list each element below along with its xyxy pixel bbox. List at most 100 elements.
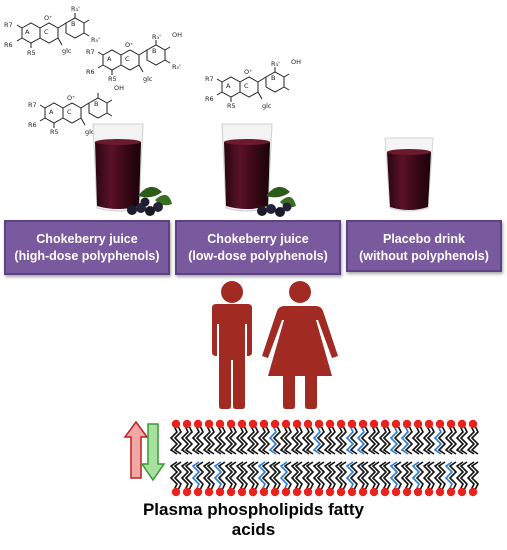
lipid-tail	[349, 461, 359, 491]
lipid-head	[358, 487, 368, 497]
lipid-tail	[312, 425, 322, 455]
lipid-tail	[360, 425, 370, 455]
lipid-tail	[400, 461, 410, 491]
lipid-tail	[224, 461, 234, 491]
lipid-head	[270, 487, 280, 497]
lipid-head	[226, 419, 236, 429]
lipid-head	[259, 419, 269, 429]
lipid-tail	[356, 425, 366, 455]
lipid-tail	[400, 425, 410, 455]
oplus-label: O⁺	[125, 41, 134, 49]
lipid-tail	[206, 461, 216, 491]
lipid-tail	[290, 461, 300, 491]
lipid-tail	[345, 461, 355, 491]
lipid-tail	[371, 425, 381, 455]
lipid-tail	[257, 425, 267, 455]
lipid-tail	[327, 425, 337, 455]
r6-label: R6	[4, 41, 13, 49]
lipid-tail	[426, 425, 436, 455]
lipid-tail	[250, 425, 260, 455]
lipid-tail	[389, 461, 399, 491]
lipid-head	[237, 419, 247, 429]
lipid-tail	[437, 461, 447, 491]
r7-label: R7	[86, 48, 95, 56]
r3p-label: R₃'	[71, 5, 80, 13]
lipid-head	[204, 487, 214, 497]
lipid-head	[347, 419, 357, 429]
lipid-tail	[250, 461, 260, 491]
lipid-tail	[433, 425, 443, 455]
lipid-head	[171, 419, 181, 429]
lipid-tail	[371, 461, 381, 491]
group-subtitle: (without polyphenols)	[359, 249, 489, 263]
lipid-tail	[444, 461, 454, 491]
lipid-head	[281, 487, 291, 497]
lipid-head	[292, 419, 302, 429]
lipid-head	[248, 487, 258, 497]
lipid-head	[226, 487, 236, 497]
lipid-tail	[202, 461, 212, 491]
r6-label: R6	[205, 95, 214, 103]
up-arrow-icon	[123, 420, 149, 479]
lipid-tail	[246, 461, 256, 491]
ring-a-label: A	[25, 28, 30, 36]
glc-label: glc	[85, 128, 95, 136]
lipid-head	[248, 419, 258, 429]
man-icon	[212, 281, 252, 409]
lipid-head	[446, 419, 456, 429]
lipid-head	[435, 487, 445, 497]
lipid-head	[314, 487, 324, 497]
lipid-tail	[202, 425, 212, 455]
r6-label: R6	[28, 121, 37, 129]
ring-b-label: B	[71, 20, 76, 28]
lipid-tail	[382, 461, 392, 491]
lipid-tail	[170, 461, 179, 491]
lipid-tail	[334, 425, 344, 455]
participants-illustration	[212, 281, 338, 409]
oplus-label: O⁺	[44, 14, 53, 22]
glc-label: glc	[62, 47, 72, 55]
lipid-tail	[283, 425, 293, 455]
group-box-high-dose: Chokeberry juice (high-dose polyphenols)	[4, 220, 170, 275]
lipid-tail	[312, 461, 322, 491]
lipid-tail	[459, 461, 469, 491]
lipid-tail	[301, 425, 311, 455]
r5p-label: R₅'	[172, 63, 181, 71]
lipid-tail	[272, 461, 282, 491]
lipid-tail	[470, 461, 480, 491]
lipid-head	[347, 487, 357, 497]
lipid-head	[215, 419, 225, 429]
lipid-head	[369, 419, 379, 429]
ring-c-label: C	[244, 82, 249, 90]
lipid-tail	[213, 461, 223, 491]
lipid-tail	[415, 461, 425, 491]
membrane-icon	[170, 419, 480, 497]
lipid-tail	[239, 461, 249, 491]
group-title: Chokeberry juice	[207, 232, 309, 246]
lipid-head	[281, 419, 291, 429]
lipid-tail	[305, 461, 315, 491]
ring-c-label: C	[125, 55, 130, 63]
glass-icon	[221, 123, 273, 212]
lipid-head	[424, 487, 434, 497]
r5-label: R5	[27, 49, 36, 57]
lipid-tail	[323, 425, 333, 455]
berries-icon	[127, 186, 172, 216]
glc-label: glc	[262, 102, 272, 110]
lipid-tail	[261, 461, 271, 491]
lipid-head	[369, 487, 379, 497]
lipid-tail	[349, 425, 359, 455]
lipid-tail	[422, 425, 432, 455]
lipid-head	[237, 487, 247, 497]
glass-icon	[92, 123, 144, 212]
lipid-tail	[316, 425, 326, 455]
r5-label: R5	[108, 75, 117, 83]
r5-label: R5	[227, 102, 236, 110]
lipid-tail	[455, 425, 465, 455]
lipid-tail	[367, 461, 377, 491]
lipid-tail	[228, 461, 238, 491]
lipid-tail	[448, 461, 458, 491]
lipid-tail	[180, 425, 190, 455]
lipid-tail	[466, 461, 476, 491]
down-arrow-icon	[140, 423, 166, 482]
